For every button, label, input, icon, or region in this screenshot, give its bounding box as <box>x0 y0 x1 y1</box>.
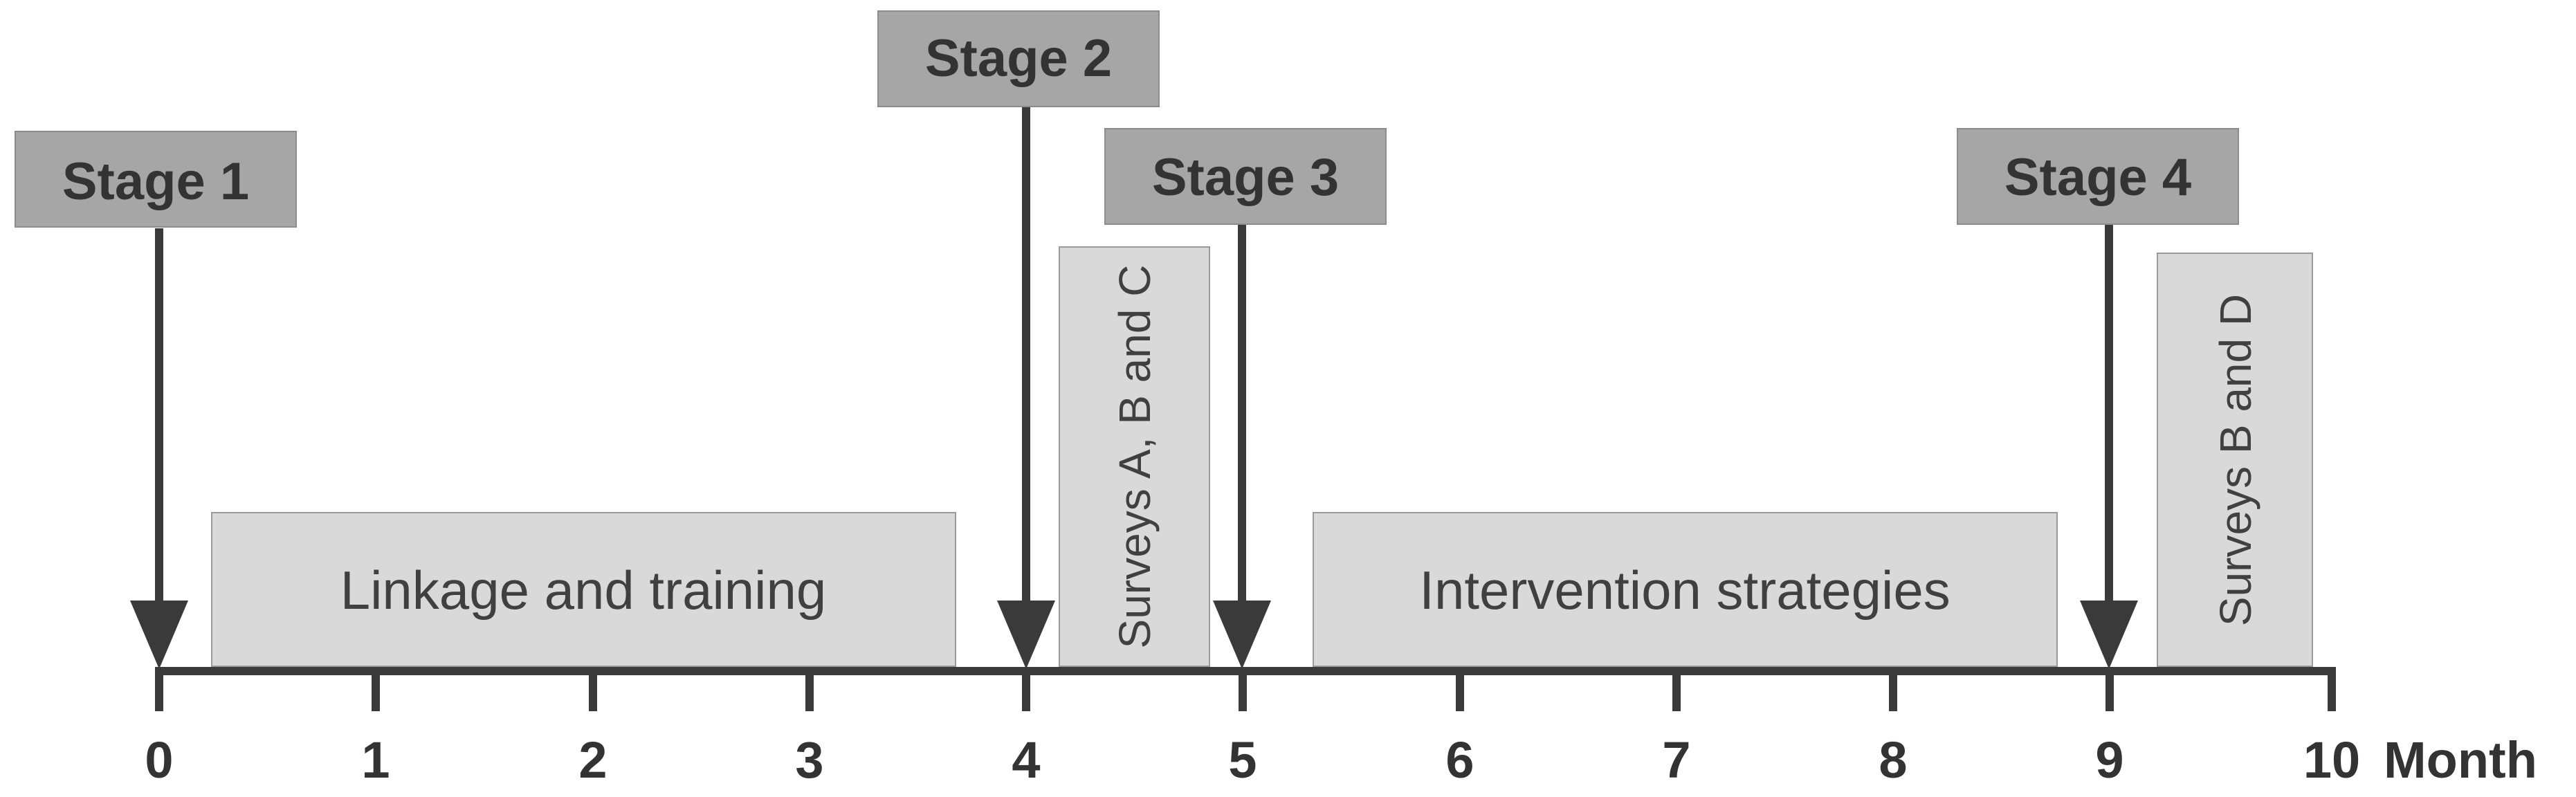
stage-3-arrow-head <box>1213 601 1271 669</box>
stage-arrows <box>130 106 2138 669</box>
stage-4-label: Stage 4 <box>2004 148 2191 207</box>
stage-1-arrow-head <box>130 601 188 669</box>
activity-box-intervention <box>1313 512 2058 667</box>
stage-3-label: Stage 3 <box>1152 148 1339 207</box>
activity-label-intervention: Intervention strategies <box>1419 560 1950 621</box>
stage-3-box <box>1104 128 1387 225</box>
stage-labels: Stage 1 Stage 2 Stage 3 Stage 4 <box>15 10 2239 228</box>
activity-label-surveys-bd: Surveys B and D <box>2211 294 2260 626</box>
tick-label-4: 4 <box>1012 731 1040 789</box>
stage-1-label: Stage 1 <box>62 152 249 211</box>
stage-2-label: Stage 2 <box>925 29 1112 88</box>
tick-label-5: 5 <box>1228 731 1257 789</box>
activity-box-surveys-abc <box>1059 246 1210 667</box>
axis-unit-label: Month <box>2384 731 2537 789</box>
tick-label-7: 7 <box>1662 731 1690 789</box>
activity-label-surveys-abc: Surveys A, B and C <box>1110 265 1160 649</box>
tick-label-6: 6 <box>1445 731 1474 789</box>
stage-4-arrow-head <box>2080 601 2138 669</box>
activities: Linkage and training Surveys A, B and C … <box>211 246 2313 667</box>
tick-label-9: 9 <box>2095 731 2123 789</box>
activity-box-linkage <box>211 512 956 667</box>
tick-label-1: 1 <box>361 731 390 789</box>
tick-label-3: 3 <box>795 731 823 789</box>
tick-label-2: 2 <box>578 731 607 789</box>
activity-box-surveys-bd <box>2157 253 2313 667</box>
tick-label-0: 0 <box>145 731 173 789</box>
tick-label-10: 10 <box>2303 731 2360 789</box>
stage-1-box <box>15 131 297 228</box>
tick-label-8: 8 <box>1879 731 1907 789</box>
stage-4-box <box>1957 128 2239 225</box>
stage-2-arrow-head <box>997 601 1055 669</box>
timeline-axis: 0 1 2 3 4 5 6 7 8 9 10 Month <box>145 667 2537 789</box>
stage-2-box <box>877 10 1160 107</box>
activity-label-linkage: Linkage and training <box>340 560 827 621</box>
